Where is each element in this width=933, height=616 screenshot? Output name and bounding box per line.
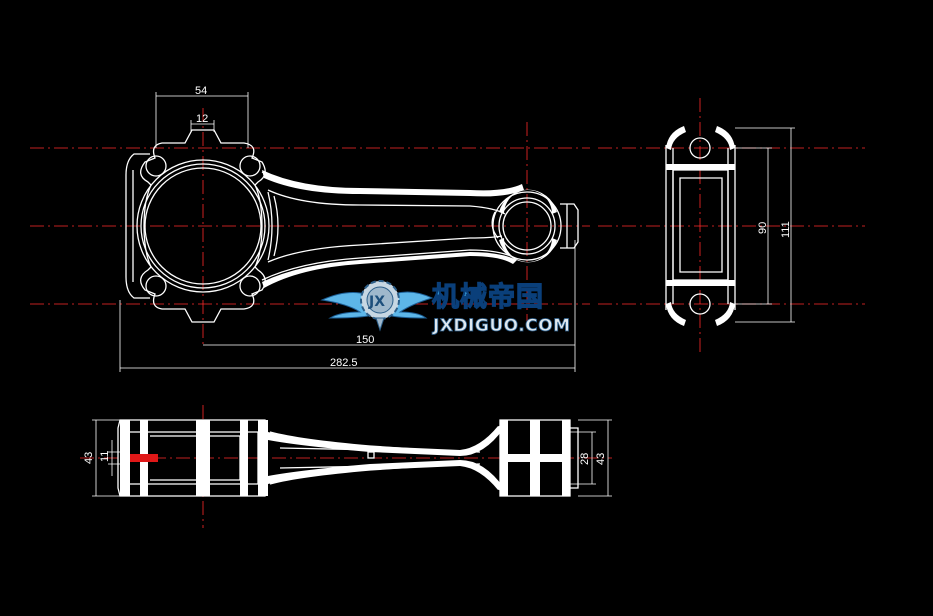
watermark-chinese: 机械帝国 — [432, 281, 544, 313]
dim-side-outer: 111 — [780, 221, 792, 238]
side-dimensions — [735, 127, 795, 323]
dim-bottom-left-width: 43 — [83, 452, 95, 464]
front-view — [125, 129, 579, 323]
dim-front-width: 54 — [195, 85, 207, 97]
dim-center-distance: 150 — [356, 334, 374, 346]
dim-side-inner: 90 — [757, 222, 769, 234]
watermark-logo: JX 机械帝国 JXDIGUO.COM — [320, 280, 571, 336]
dim-overall-length: 282.5 — [330, 357, 358, 369]
dim-bottom-right-inner: 28 — [579, 453, 591, 465]
dim-bottom-left-bore: 11 — [99, 451, 111, 462]
watermark-site: JXDIGUO.COM — [432, 316, 571, 336]
dim-bottom-right-outer: 43 — [595, 453, 607, 465]
front-view-fill — [262, 170, 557, 288]
side-view-fill — [666, 126, 735, 326]
bottom-view-fill — [120, 420, 570, 496]
centerlines — [30, 98, 865, 528]
bottom-dimensions — [92, 419, 612, 497]
oil-hole-marker — [130, 454, 158, 462]
dim-front-slot: 12 — [196, 113, 208, 125]
watermark-badge: JX — [368, 294, 385, 310]
front-dimensions — [119, 92, 576, 372]
